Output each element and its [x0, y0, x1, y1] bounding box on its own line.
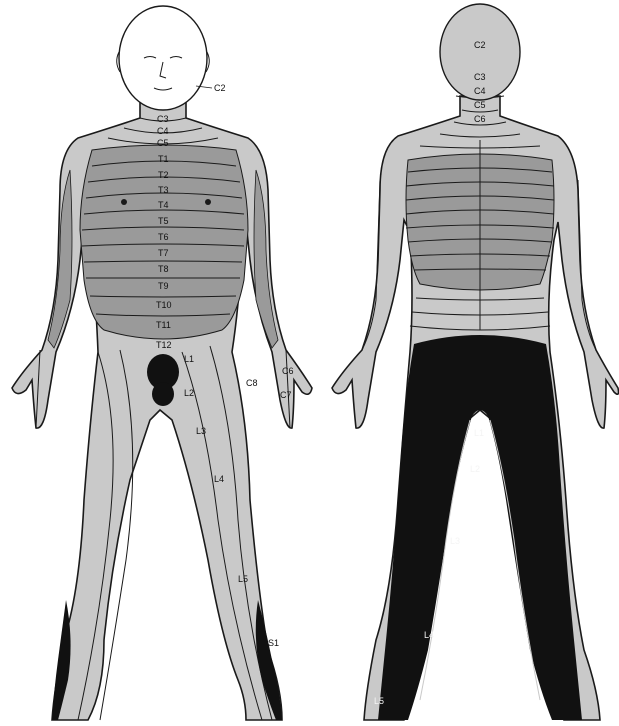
posterior-label-c2: C2 [474, 40, 486, 50]
posterior-label-l2: L2 [470, 464, 480, 474]
anterior-label-t12: T12 [156, 340, 172, 350]
anterior-figure: C2 C3 C4 C5 T1 T2 T3 T4 T5 T6 T7 T8 T9 T… [12, 6, 312, 720]
anterior-label-t9: T9 [158, 281, 169, 291]
posterior-label-c6: C6 [474, 114, 486, 124]
anterior-nipple-left [121, 199, 127, 205]
anterior-label-c7: C7 [280, 390, 292, 400]
anterior-label-l1: L1 [184, 354, 194, 364]
posterior-label-l5: L5 [374, 696, 384, 706]
posterior-label-l1: L1 [474, 428, 484, 438]
anterior-label-t6: T6 [158, 232, 169, 242]
posterior-label-l4: L4 [424, 630, 434, 640]
posterior-figure: C2 C3 C4 C5 C6 L1 L2 L3 L4 L5 [332, 4, 619, 720]
posterior-dark-lower-region [378, 335, 582, 720]
posterior-label-c3: C3 [474, 72, 486, 82]
posterior-label-l3: L3 [450, 536, 460, 546]
anterior-label-t7: T7 [158, 248, 169, 258]
anterior-nipple-right [205, 199, 211, 205]
anterior-label-c5: C5 [157, 138, 169, 148]
anterior-head [119, 6, 207, 110]
anterior-label-l3: L3 [196, 426, 206, 436]
anterior-label-t4: T4 [158, 200, 169, 210]
anterior-label-s1: S1 [268, 638, 279, 648]
posterior-label-c5: C5 [474, 100, 486, 110]
anterior-label-t8: T8 [158, 264, 169, 274]
anterior-label-l4: L4 [214, 474, 224, 484]
anterior-label-t11: T11 [156, 320, 171, 330]
anterior-label-c2: C2 [214, 83, 226, 93]
anterior-label-t5: T5 [158, 216, 169, 226]
posterior-label-c4: C4 [474, 86, 486, 96]
anterior-label-l5: L5 [238, 574, 248, 584]
anterior-genital-dark-lower [152, 382, 174, 406]
anterior-label-t2: T2 [158, 170, 169, 180]
anterior-label-c3: C3 [157, 114, 169, 124]
anterior-label-t10: T10 [156, 300, 172, 310]
anterior-label-t1: T1 [158, 154, 169, 164]
anterior-label-t3: T3 [158, 185, 169, 195]
anterior-label-c8: C8 [246, 378, 258, 388]
anterior-label-c6: C6 [282, 366, 294, 376]
anterior-label-l2: L2 [184, 388, 194, 398]
anterior-label-c4: C4 [157, 126, 169, 136]
